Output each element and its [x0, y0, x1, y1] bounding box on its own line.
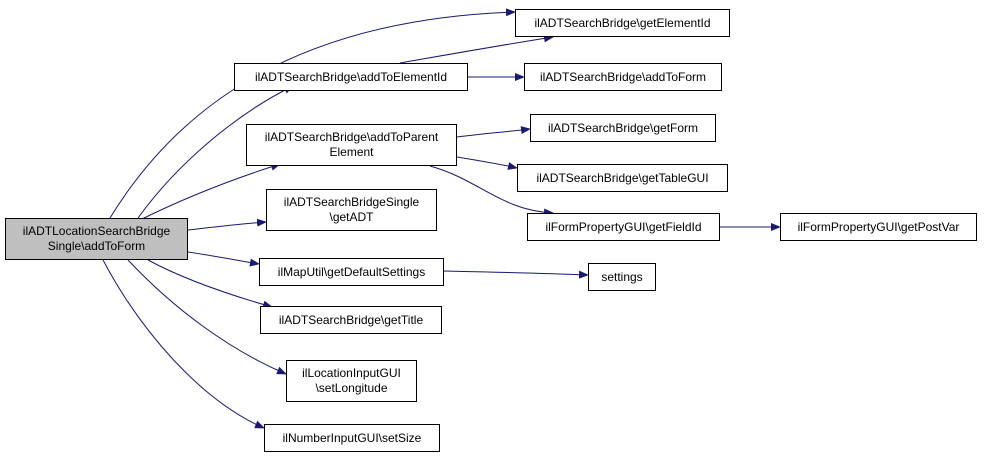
- node-get-element-id[interactable]: ilADTSearchBridge\getElementId: [515, 9, 730, 37]
- node-label-line: \getADT: [329, 210, 374, 224]
- node-get-post-var[interactable]: ilFormPropertyGUI\getPostVar: [780, 213, 977, 241]
- node-label-line: ilADTSearchBridgeSingle: [283, 195, 420, 209]
- node-label-line: ilLocationInputGUI: [302, 366, 401, 380]
- node-label-line: settings: [601, 269, 643, 284]
- edge-root-to-addToParentElement: [137, 162, 281, 222]
- edge-root-to-setLongitude: [127, 259, 287, 375]
- node-add-to-element-id[interactable]: ilADTSearchBridge\addToElementId: [234, 63, 468, 91]
- node-get-title[interactable]: ilADTSearchBridge\getTitle: [260, 306, 442, 334]
- node-label-line: ilFormPropertyGUI\getPostVar: [797, 219, 960, 234]
- node-settings[interactable]: settings: [588, 263, 656, 291]
- edge-root-to-getTitle: [147, 259, 273, 309]
- edge-addToParentElement-to-getTableGUI: [456, 156, 518, 170]
- edge-root-to-setSize: [102, 259, 265, 429]
- node-label-line: ilADTSearchBridge\addToForm: [539, 69, 707, 84]
- node-label-line: Element: [329, 145, 374, 159]
- edge-root-to-addToElementId: [137, 85, 294, 219]
- node-label-line: ilMapUtil\getDefaultSettings: [277, 264, 426, 279]
- node-add-to-parent-element[interactable]: ilADTSearchBridge\addToParent Element: [246, 124, 457, 166]
- node-label-line: \setLongitude: [315, 381, 388, 395]
- edge-addToParentElement-to-getForm: [456, 126, 531, 138]
- node-label-line: ilADTSearchBridge\getTableGUI: [536, 170, 709, 185]
- node-set-size[interactable]: ilNumberInputGUI\setSize: [264, 424, 440, 452]
- node-get-default-settings[interactable]: ilMapUtil\getDefaultSettings: [259, 258, 444, 286]
- node-set-longitude[interactable]: ilLocationInputGUI \setLongitude: [286, 360, 417, 402]
- edge-addToParentElement-to-getFieldId: [429, 165, 554, 217]
- node-label-line: ilADTSearchBridge\getElementId: [534, 15, 711, 30]
- node-label-line: ilNumberInputGUI\setSize: [282, 430, 422, 445]
- edge-root-to-getElementId: [109, 8, 516, 219]
- node-label-line: ilFormPropertyGUI\getFieldId: [545, 219, 702, 234]
- node-label-line: Single\addToForm: [47, 239, 146, 253]
- node-label-line: ilADTLocationSearchBridge: [22, 224, 171, 238]
- node-add-to-form[interactable]: ilADTSearchBridge\addToForm: [524, 63, 722, 91]
- node-label-line: ilADTSearchBridge\addToElementId: [254, 69, 448, 84]
- node-get-field-id[interactable]: ilFormPropertyGUI\getFieldId: [527, 213, 720, 241]
- node-get-form[interactable]: ilADTSearchBridge\getForm: [530, 114, 716, 142]
- node-get-table-gui[interactable]: ilADTSearchBridge\getTableGUI: [517, 164, 728, 192]
- edge-root-to-getDefaultSettings: [187, 251, 260, 267]
- node-label-line: ilADTSearchBridge\getForm: [547, 120, 699, 135]
- node-label-line: ilADTSearchBridge\getTitle: [278, 312, 424, 327]
- node-label-line: ilADTSearchBridge\addToParent: [264, 130, 439, 144]
- node-root[interactable]: ilADTLocationSearchBridge Single\addToFo…: [5, 218, 188, 260]
- edge-addToElementId-to-getElementId: [399, 34, 554, 64]
- edge-root-to-getADT: [187, 218, 267, 231]
- edge-getDefaultSettings-to-settings: [443, 270, 589, 279]
- node-get-adt[interactable]: ilADTSearchBridgeSingle \getADT: [266, 189, 437, 231]
